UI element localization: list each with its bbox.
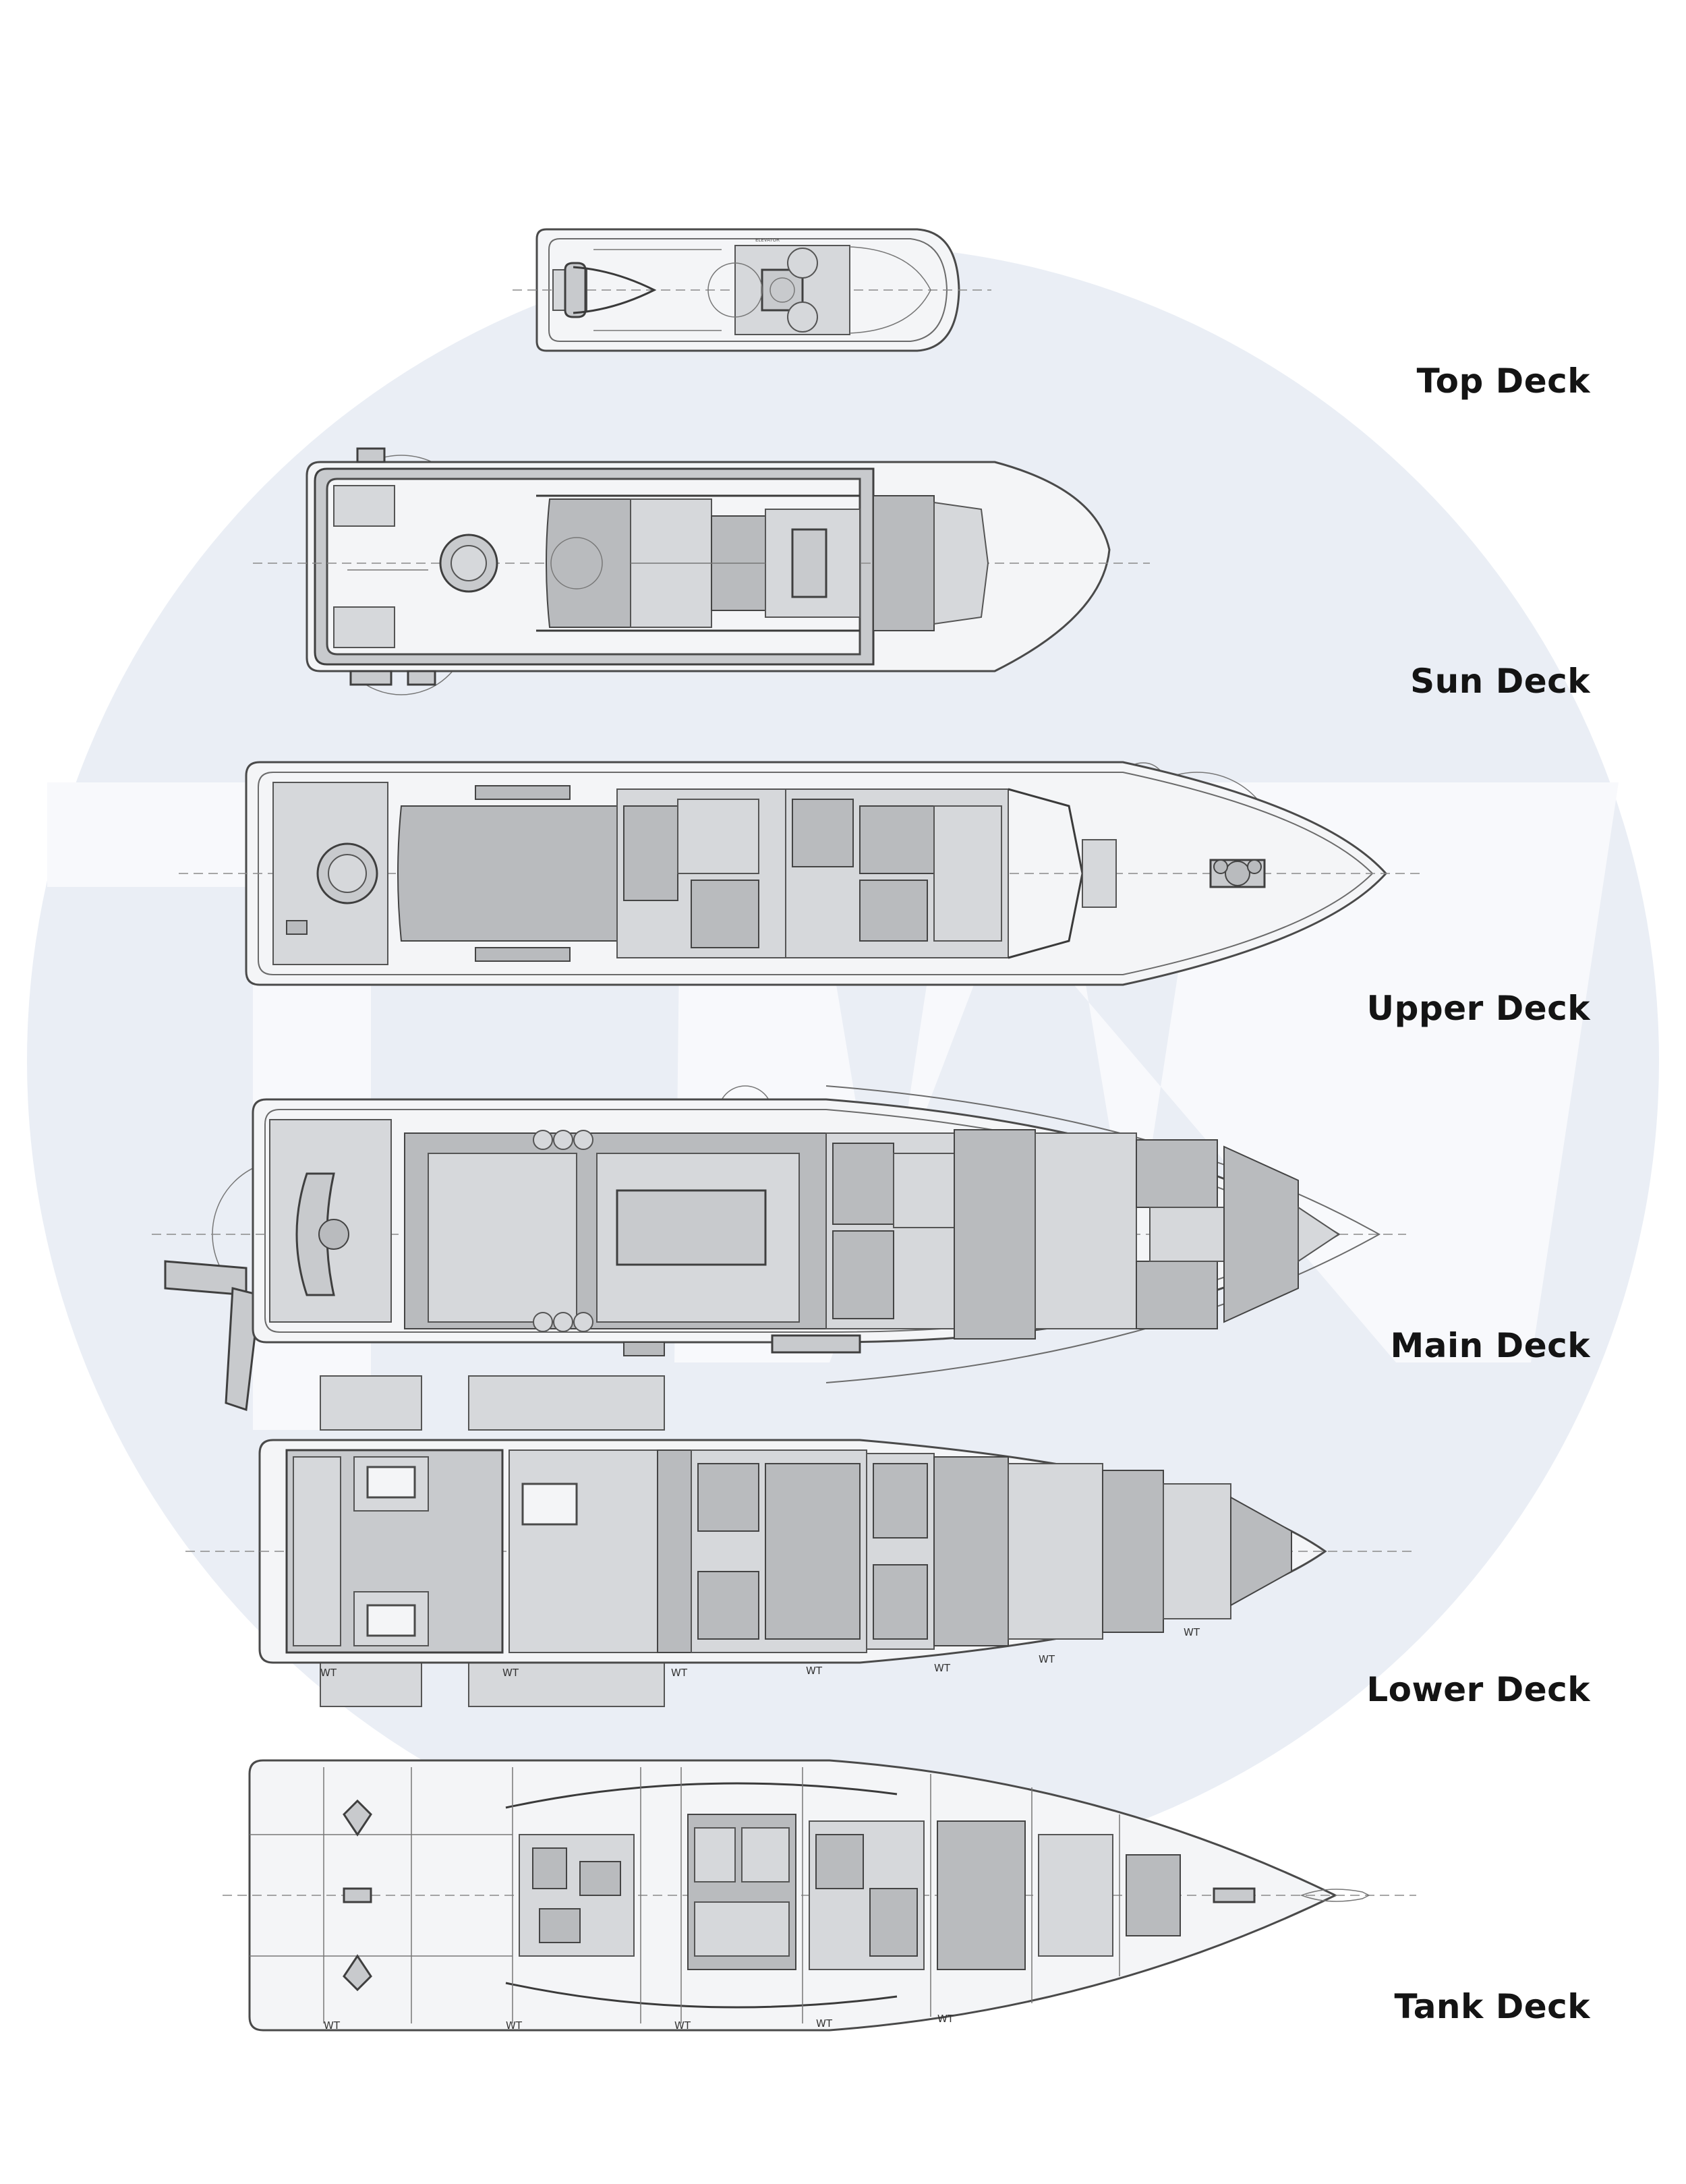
deck-label-sun: Sun Deck bbox=[1410, 662, 1590, 701]
svg-text:ELEVATOR: ELEVATOR bbox=[755, 237, 780, 243]
wt-marker: WT bbox=[937, 2013, 954, 2025]
tank-deck-plan: WT WT WT WT WT bbox=[223, 1754, 1416, 2037]
upper-deck-plan bbox=[179, 725, 1420, 995]
lower-deck-plan: WT WT WT WT WT WT WT bbox=[185, 1375, 1413, 1707]
wt-marker: WT bbox=[806, 1665, 823, 1677]
wt-marker: WT bbox=[324, 2019, 341, 2032]
deck-label-top: Top Deck bbox=[1416, 362, 1590, 401]
wt-marker: WT bbox=[934, 1662, 951, 1674]
wt-marker: WT bbox=[320, 1667, 337, 1679]
wt-marker: WT bbox=[671, 1667, 688, 1679]
deck-label-upper: Upper Deck bbox=[1366, 989, 1590, 1028]
top-deck-plan: ELEVATOR bbox=[513, 223, 991, 357]
wt-marker: WT bbox=[506, 2019, 523, 2032]
deck-label-main: Main Deck bbox=[1390, 1326, 1590, 1365]
wt-marker: WT bbox=[1184, 1626, 1200, 1638]
deck-label-lower: Lower Deck bbox=[1366, 1670, 1590, 1709]
wt-marker: WT bbox=[674, 2019, 691, 2032]
wt-marker: WT bbox=[816, 2017, 833, 2030]
wt-marker: WT bbox=[502, 1667, 519, 1679]
deck-label-tank: Tank Deck bbox=[1394, 1987, 1590, 2026]
sun-deck-plan bbox=[253, 447, 1150, 705]
wt-marker: WT bbox=[1039, 1653, 1055, 1665]
main-deck-plan bbox=[152, 1072, 1406, 1412]
